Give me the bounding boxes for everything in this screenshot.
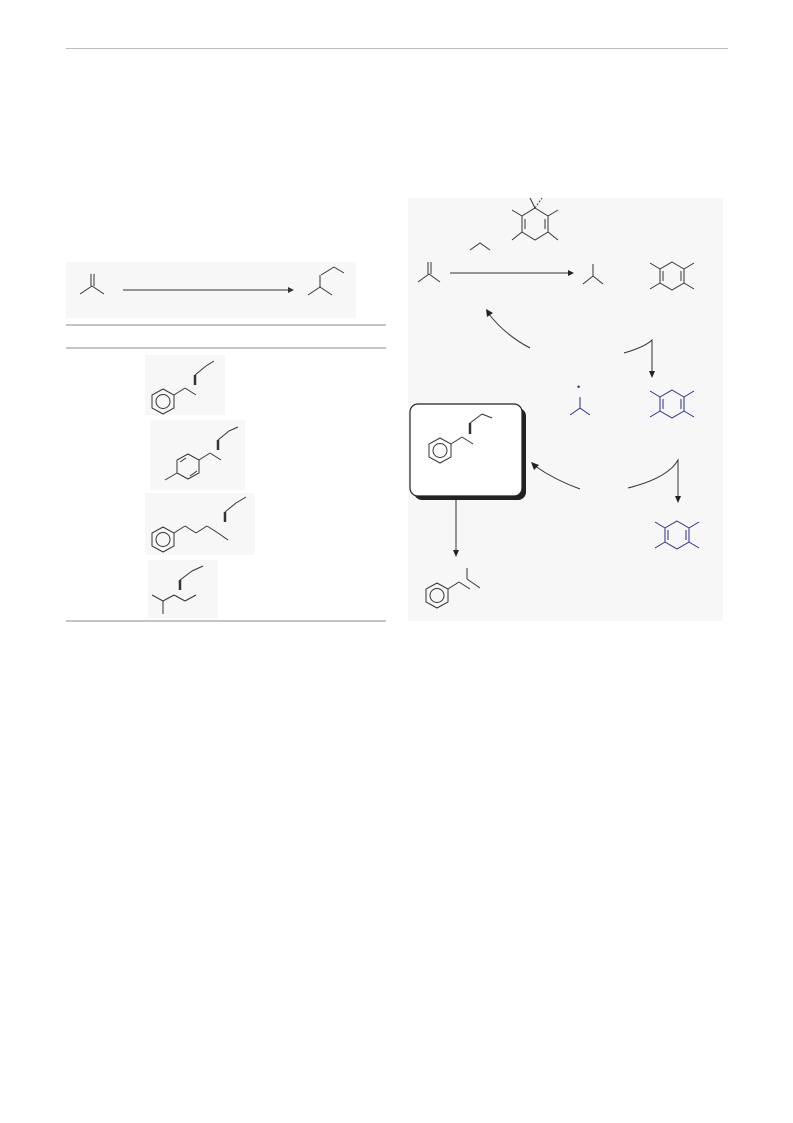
radical-species: [569, 397, 591, 416]
arene-regenerated: [654, 520, 700, 550]
cycle-arrow-upper-right: [623, 338, 653, 371]
cycle-arrow-upper-left: [487, 312, 531, 349]
cyclohexadiene-reagent: [511, 197, 559, 241]
final-product: [425, 568, 481, 609]
arene-byproduct: [649, 261, 695, 291]
left-scheme: [66, 262, 386, 622]
radical-dot: •: [577, 382, 580, 392]
substrate-2: [150, 420, 245, 490]
cycle-alkene: [417, 262, 441, 283]
alkyl-fragment: [469, 242, 491, 251]
page-header-rule: [66, 48, 728, 49]
boxed-intermediate: [409, 403, 526, 500]
cycle-arrow-lower-right: [627, 458, 679, 496]
substrate-4: [148, 560, 218, 618]
cycle-product-fragment: [582, 264, 604, 285]
substrate-3: [145, 493, 255, 555]
arene-radical-intermediate: [649, 389, 695, 419]
cycle-arrow-lower-left: [534, 465, 581, 490]
substrate-1: [145, 355, 225, 415]
product-structure: [307, 266, 345, 296]
arrowhead: [288, 287, 294, 293]
alkene-structure: [79, 274, 105, 295]
